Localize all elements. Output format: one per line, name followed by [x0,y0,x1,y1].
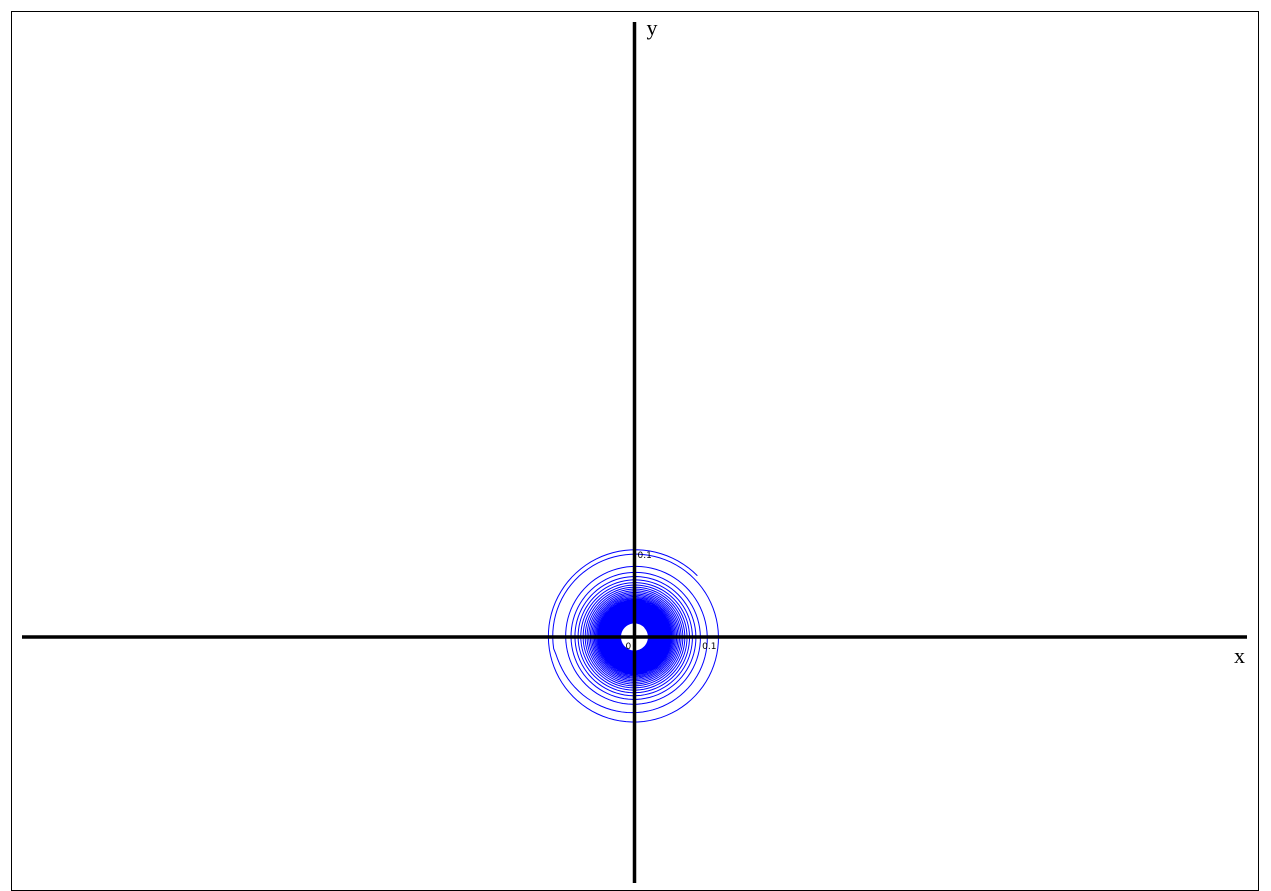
spiral-series-0 [547,549,719,723]
tick-layer: 0.1 0.1 [638,551,717,652]
x-tick-label-0: 0.1 [702,642,716,652]
y-tick-label-0: 0.1 [638,551,652,561]
y-axis-title: y [647,15,658,40]
series-layer [547,549,719,723]
x-axis-title: x [1234,643,1245,668]
origin-tick-label: 0 [626,642,632,652]
